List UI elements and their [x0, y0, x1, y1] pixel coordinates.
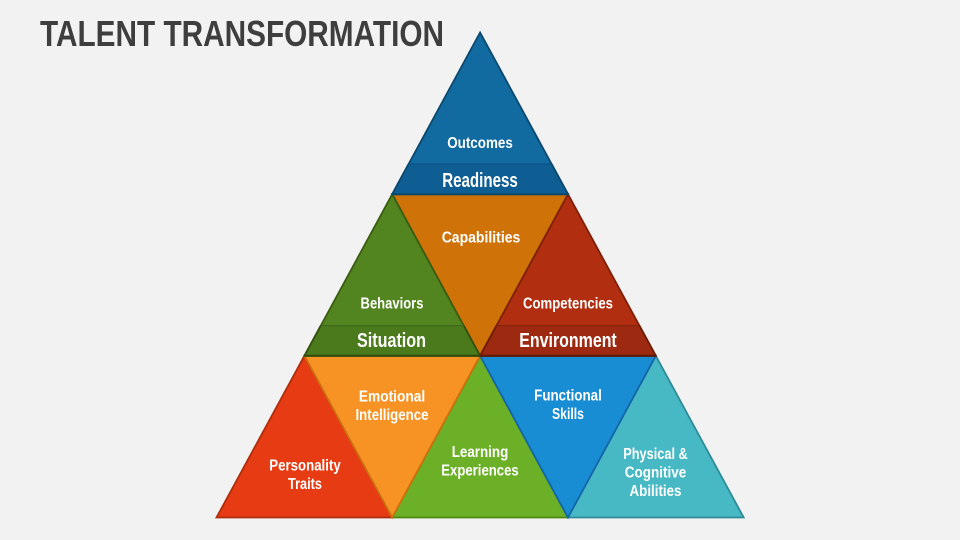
svg-text:Situation: Situation — [357, 330, 426, 352]
svg-text:Experiences: Experiences — [441, 462, 519, 479]
svg-text:Outcomes: Outcomes — [447, 135, 513, 152]
svg-text:Physical &: Physical & — [623, 446, 688, 463]
svg-text:Personality: Personality — [269, 458, 341, 475]
svg-text:Competencies: Competencies — [523, 296, 613, 313]
svg-text:Functional: Functional — [534, 387, 602, 404]
svg-text:Readiness: Readiness — [442, 170, 518, 192]
svg-text:Skills: Skills — [552, 406, 584, 423]
svg-text:Traits: Traits — [288, 476, 322, 493]
svg-text:Behaviors: Behaviors — [361, 296, 424, 313]
svg-text:Environment: Environment — [519, 330, 617, 352]
svg-text:Cognitive: Cognitive — [625, 465, 687, 482]
svg-text:Capabilities: Capabilities — [442, 230, 521, 247]
svg-text:Emotional: Emotional — [359, 388, 425, 405]
svg-text:Learning: Learning — [452, 444, 509, 461]
svg-text:TALENT TRANSFORMATION: TALENT TRANSFORMATION — [40, 13, 444, 54]
svg-text:Intelligence: Intelligence — [356, 407, 429, 424]
svg-text:Abilities: Abilities — [630, 483, 682, 500]
